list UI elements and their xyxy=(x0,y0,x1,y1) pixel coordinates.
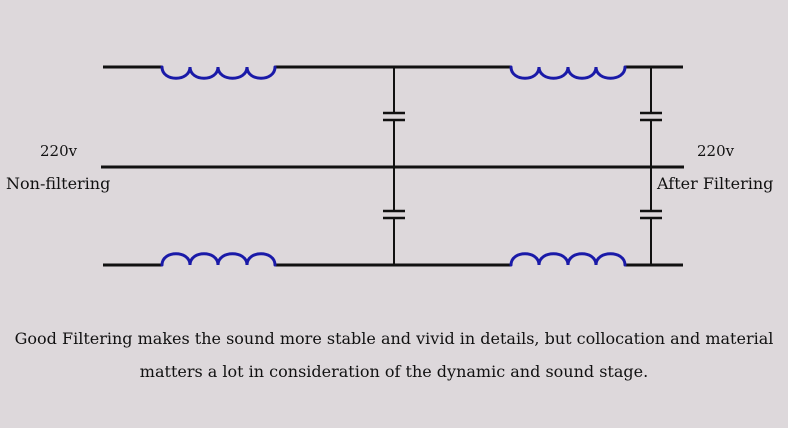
left-voltage-label: 220v xyxy=(40,142,78,160)
capacitor-top-right xyxy=(640,67,662,167)
caption: Good Filtering makes the sound more stab… xyxy=(0,322,788,388)
inductor-bottom-right xyxy=(509,252,627,267)
caption-line-1: Good Filtering makes the sound more stab… xyxy=(14,329,774,348)
inductor-bottom-left xyxy=(160,252,277,267)
capacitor-bottom-left xyxy=(383,167,405,265)
inductor-top-right xyxy=(509,65,627,80)
right-side-label: After Filtering xyxy=(657,174,774,193)
caption-line-2: matters a lot in consideration of the dy… xyxy=(139,362,649,381)
inductor-top-left xyxy=(160,65,277,80)
capacitor-top-left xyxy=(383,67,405,167)
left-side-label: Non-filtering xyxy=(6,174,111,193)
capacitor-bottom-right xyxy=(640,167,662,265)
right-voltage-label: 220v xyxy=(697,142,735,160)
